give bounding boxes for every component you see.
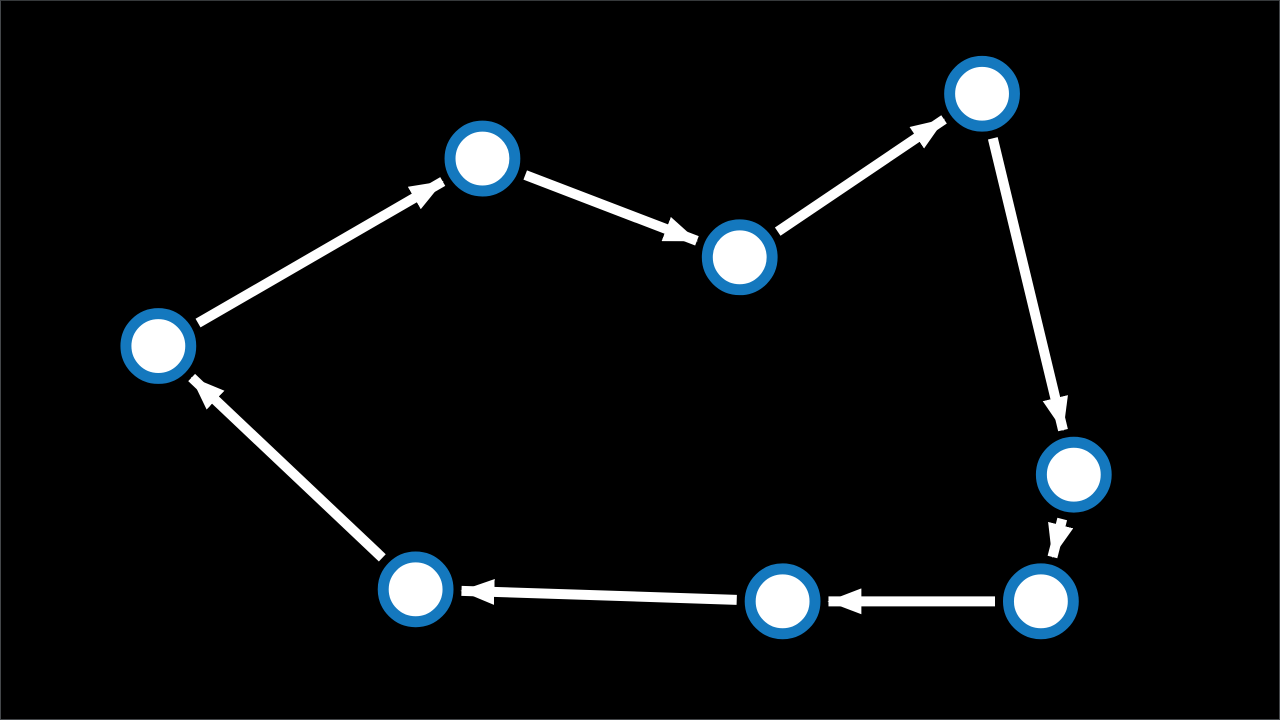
graph-node-right xyxy=(1035,436,1112,513)
graph-node-top-middle xyxy=(701,219,778,296)
graph-edge-node-top-right-to-node-right xyxy=(987,137,1068,432)
graph-node-left xyxy=(120,308,197,384)
graph-edge-node-bottom-left-to-node-left xyxy=(188,373,386,562)
graph-node-top-left xyxy=(444,120,521,197)
graph-edge-node-top-middle-to-node-top-right xyxy=(774,115,947,236)
graph-edge-node-left-to-node-top-left xyxy=(195,177,446,328)
graph-node-bottom-middle xyxy=(744,563,821,640)
graph-edge-node-top-left-to-node-top-middle xyxy=(523,170,699,246)
graph-node-top-right xyxy=(944,55,1020,132)
graph-edge-node-right-to-node-bottom-right xyxy=(1047,517,1074,559)
graph-node-bottom-left xyxy=(377,551,454,628)
graph-edge-node-bottom-middle-to-node-bottom-left xyxy=(460,578,737,605)
graph-node-bottom-right xyxy=(1002,563,1079,640)
